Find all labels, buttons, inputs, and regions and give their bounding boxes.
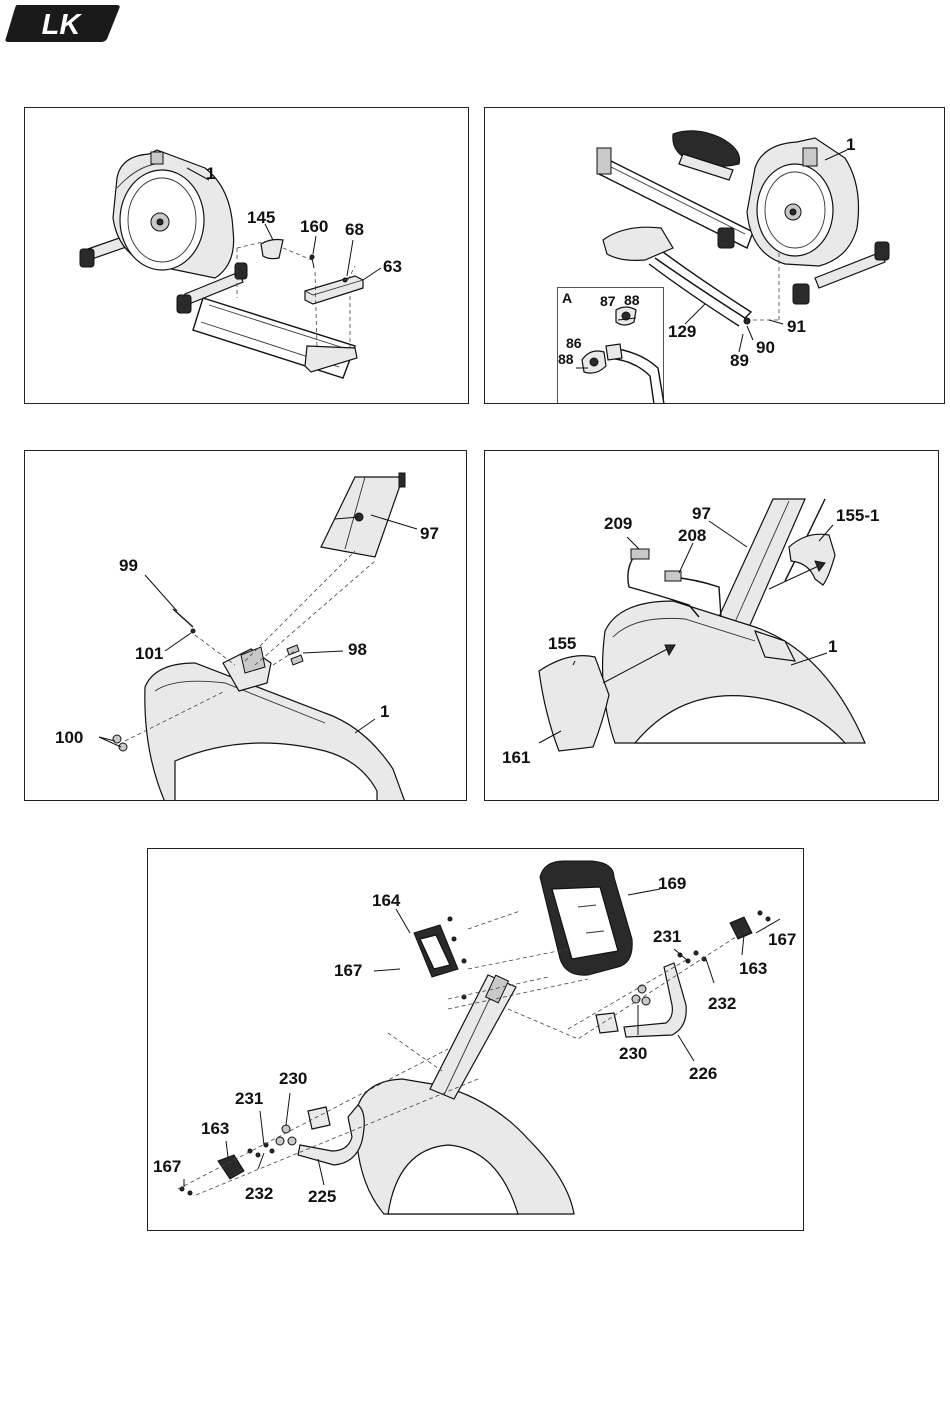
label-part-160: 160 [300,218,328,235]
label-part-1: 1 [846,136,855,153]
label-part-167-right: 167 [768,931,796,948]
label-part-87: 87 [600,294,616,308]
label-part-101: 101 [135,645,163,662]
upright-post-drawing [25,451,467,801]
label-part-91: 91 [787,318,806,335]
detail-inset-a: A 87 88 86 88 [557,287,664,404]
label-part-163-left: 163 [201,1120,229,1137]
brand-logo: LK [3,3,121,43]
label-part-161: 161 [502,749,530,766]
label-part-99: 99 [119,557,138,574]
label-part-98: 98 [348,641,367,658]
label-part-145: 145 [247,209,275,226]
label-part-1: 1 [380,703,389,720]
base-assembly-drawing [25,108,469,404]
pedal-arm-drawing [485,108,945,404]
panel-upright-post-assembly: 97 99 101 98 100 1 [24,450,467,801]
label-part-88: 88 [624,293,640,307]
label-part-129: 129 [668,323,696,340]
label-part-232-right: 232 [708,995,736,1012]
console-handlebar-drawing [148,849,804,1231]
label-part-86: 86 [566,336,582,350]
label-part-100: 100 [55,729,83,746]
label-part-230-left: 230 [279,1070,307,1087]
label-part-63: 63 [383,258,402,275]
label-part-164: 164 [372,892,400,909]
label-part-1: 1 [828,638,837,655]
label-part-90: 90 [756,339,775,356]
label-part-68: 68 [345,221,364,238]
detail-a-title: A [562,291,572,305]
label-part-209: 209 [604,515,632,532]
logo-text: LK [42,9,83,41]
label-part-167-left: 167 [153,1158,181,1175]
label-part-89: 89 [730,352,749,369]
label-part-208: 208 [678,527,706,544]
label-part-232-left: 232 [245,1185,273,1202]
label-part-169: 169 [658,875,686,892]
panel-base-assembly: 1 145 160 68 63 [24,107,469,404]
label-part-163-right: 163 [739,960,767,977]
label-part-231-right: 231 [653,928,681,945]
panel-pedal-arm-assembly: 1 91 90 89 129 A 87 88 86 88 [484,107,945,404]
label-part-97: 97 [692,505,711,522]
label-part-231-left: 231 [235,1090,263,1107]
label-part-155-1: 155-1 [836,507,879,524]
label-part-1: 1 [206,165,215,182]
label-part-167-top: 167 [334,962,362,979]
label-part-97: 97 [420,525,439,542]
cover-assembly-drawing [485,451,939,801]
panel-cover-assembly: 209 97 208 155-1 155 1 161 [484,450,939,801]
label-part-226: 226 [689,1065,717,1082]
label-part-230-right: 230 [619,1045,647,1062]
label-part-88-left: 88 [558,352,574,366]
label-part-155: 155 [548,635,576,652]
panel-console-handlebar-assembly: 164 169 167 231 163 167 232 230 226 230 … [147,848,804,1231]
label-part-225: 225 [308,1188,336,1205]
